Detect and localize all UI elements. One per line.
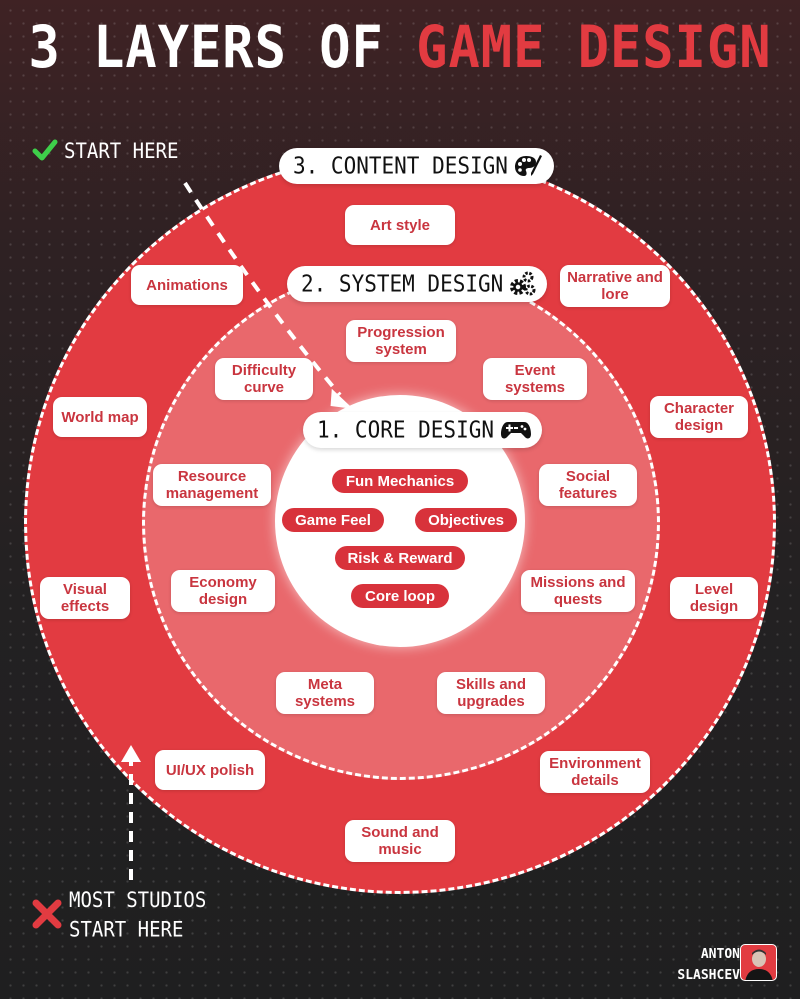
content-item-world-map: World map: [53, 397, 147, 437]
core-item-fun-mechanics: Fun Mechanics: [332, 469, 468, 493]
system-item-difficulty-curve: Difficulty curve: [215, 358, 313, 400]
system-item-resource-management: Resource management: [153, 464, 271, 506]
system-item-missions-and-quests: Missions and quests: [521, 570, 635, 612]
author-name: ANTON SLASHCEV: [677, 944, 740, 986]
content-item-ui-ux-polish: UI/UX polish: [155, 750, 265, 790]
system-design-label: 2. SYSTEM DESIGN: [301, 270, 504, 298]
content-item-level-design: Level design: [670, 577, 758, 619]
core-item-game-feel: Game Feel: [282, 508, 384, 532]
system-item-event-systems: Event systems: [483, 358, 587, 400]
gears-icon: [510, 271, 536, 296]
core-design-label: 1. CORE DESIGN: [317, 416, 495, 444]
start-here-arrow: [183, 181, 342, 397]
avatar: [740, 944, 777, 981]
most-studios-line2: START HERE: [69, 917, 184, 943]
title-accent: GAME DESIGN: [416, 14, 772, 82]
core-item-core-loop: Core loop: [351, 584, 449, 608]
cross-icon: [32, 899, 62, 929]
palette-icon: [514, 155, 542, 176]
page-title: 3 LAYERS OF GAME DESIGN: [0, 14, 800, 81]
title-prefix: 3 LAYERS OF: [28, 14, 417, 82]
content-design-header: 3. CONTENT DESIGN: [279, 148, 554, 184]
author-last-name: SLASHCEV: [677, 968, 740, 983]
core-design-header: 1. CORE DESIGN: [303, 412, 543, 448]
content-item-character-design: Character design: [650, 396, 748, 438]
content-item-art-style: Art style: [345, 205, 455, 245]
start-here-label: START HERE: [64, 139, 179, 164]
most-studios-line1: MOST STUDIOS: [69, 888, 207, 913]
gamepad-icon: [501, 422, 532, 439]
check-icon: [32, 139, 58, 161]
author-photo-icon: [745, 949, 773, 980]
content-item-visual-effects: Visual effects: [40, 577, 130, 619]
most-studios-arrow-head: [121, 745, 141, 762]
content-design-label: 3. CONTENT DESIGN: [293, 152, 508, 180]
system-item-economy-design: Economy design: [171, 570, 275, 612]
system-item-social-features: Social features: [539, 464, 637, 506]
start-arrow-head: [330, 388, 353, 409]
content-item-animations: Animations: [131, 265, 243, 305]
core-item-risk-and-reward: Risk & Reward: [335, 546, 465, 570]
content-item-narrative-and-lore: Narrative and lore: [560, 265, 670, 307]
content-item-environment-details: Environment details: [540, 751, 650, 793]
system-design-header: 2. SYSTEM DESIGN: [287, 266, 548, 302]
system-item-progression-system: Progression system: [346, 320, 456, 362]
most-studios-label: MOST STUDIOS START HERE: [69, 886, 206, 945]
system-item-skills-and-upgrades: Skills and upgrades: [437, 672, 545, 714]
content-item-sound-and-music: Sound and music: [345, 820, 455, 862]
author-first-name: ANTON: [700, 947, 740, 962]
system-item-meta-systems: Meta systems: [276, 672, 374, 714]
core-item-objectives: Objectives: [415, 508, 517, 532]
